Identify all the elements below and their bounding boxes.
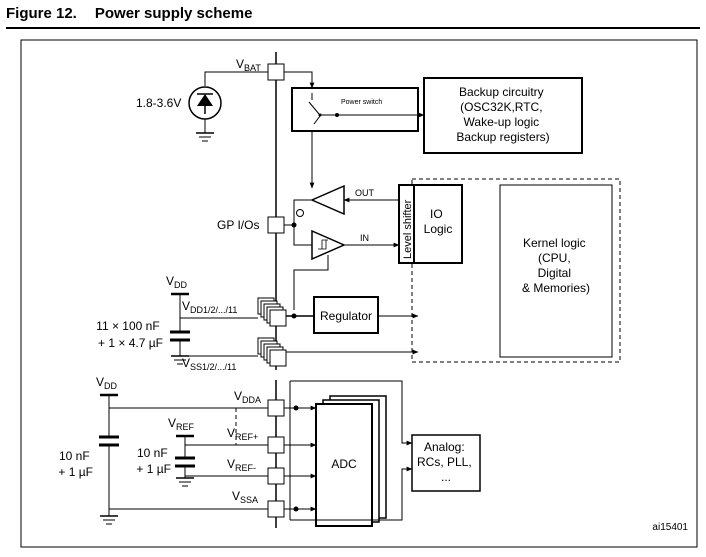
out-signal-label: OUT (355, 188, 375, 198)
figure-title: Figure 12. Power supply scheme (6, 5, 252, 22)
vssa-label: VSSA (232, 489, 258, 505)
battery-source (188, 71, 268, 142)
vss-pin-stack (257, 337, 287, 367)
input-buffer: IN (293, 225, 400, 310)
io-logic-label: IO Logic (424, 207, 453, 236)
analog-block (411, 434, 481, 492)
level-shifter-label: Level shifter (402, 199, 414, 259)
adc-block: ADC (315, 395, 387, 527)
figure-reference-code: ai15401 (652, 522, 688, 533)
power-switch-block: Power switch (291, 87, 425, 132)
vbat-label: VBAT (236, 57, 261, 73)
vref-capacitor-label: 10 nF + 1 µF (136, 446, 171, 476)
vref-label: VREF (168, 416, 195, 432)
adc-label: ADC (331, 457, 357, 471)
analog-label: Analog: RCs, PLL, ... (417, 440, 475, 484)
backup-circuitry-block (423, 77, 583, 154)
vss-group-label: VSS1/2/.../11 (182, 356, 236, 372)
gpio-label: GP I/Os (217, 218, 259, 232)
regulator-label: Regulator (320, 309, 372, 323)
kernel-logic-label: Kernel logic (CPU, Digital & Memories) (522, 236, 590, 295)
vdd-capacitor-label: 11 × 100 nF + 1 × 4.7 µF (96, 319, 163, 350)
vref-decoupling-capacitor (175, 445, 195, 487)
vdd-pin-stack (257, 297, 287, 327)
battery-range-label: 1.8-3.6V (136, 96, 181, 110)
vref-minus-label: VREF- (227, 457, 256, 473)
kernel-logic-block (499, 184, 613, 358)
vdd-top-label: VDD (166, 274, 188, 290)
io-logic-block (413, 184, 463, 264)
figure-name: Power supply scheme (94, 5, 253, 22)
vdda-capacitor-label: 10 nF + 1 µF (58, 449, 93, 479)
regulator-block (313, 296, 379, 334)
vdda-decoupling-capacitor (99, 408, 268, 525)
in-signal-label: IN (360, 233, 369, 243)
output-buffer: OUT (284, 184, 399, 228)
figure-number: Figure 12. (6, 5, 77, 22)
backup-circuitry-label: Backup circuitry (OSC32K,RTC, Wake-up lo… (456, 85, 549, 144)
vdd-group-label: VDD1/2/.../11 (182, 299, 237, 315)
vdda-label: VDDA (234, 389, 261, 405)
vdd-decoupling-capacitor (170, 318, 258, 365)
gpio-pin: GP I/Os (217, 216, 285, 234)
figure-frame (20, 39, 698, 548)
vbat-pin: VBAT (236, 57, 285, 81)
vdd-bottom-label: VDD (96, 375, 118, 391)
power-switch-label: Power switch (341, 99, 382, 106)
vref-plus-label: VREF+ (227, 426, 258, 442)
